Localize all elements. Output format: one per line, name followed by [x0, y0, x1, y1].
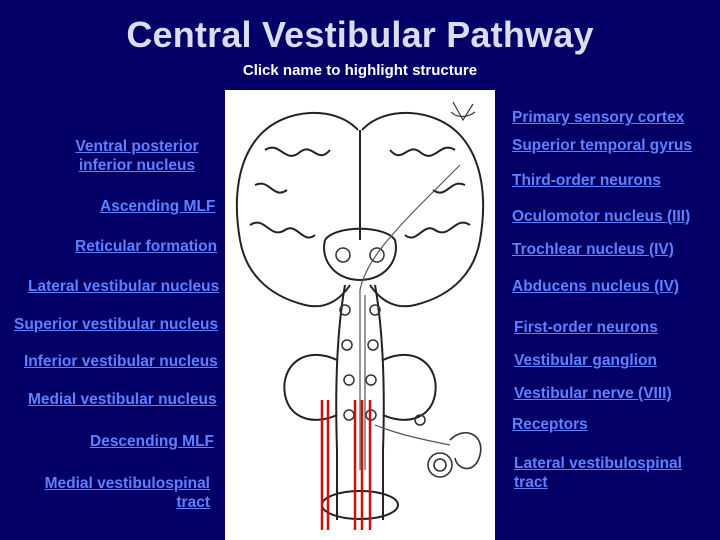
label-medial-vestibulospinal-tract[interactable]: Medial vestibulospinal tract [18, 474, 210, 512]
cortex-marker [452, 101, 474, 122]
cerebellum-left [283, 354, 338, 421]
label-trochlear-nucleus[interactable]: Trochlear nucleus (IV) [512, 241, 674, 258]
label-primary-sensory-cortex[interactable]: Primary sensory cortex [512, 109, 685, 126]
label-superior-temporal-gyrus[interactable]: Superior temporal gyrus [512, 137, 693, 154]
label-abducens-nucleus[interactable]: Abducens nucleus (IV) [512, 278, 680, 295]
cortex-marker [450, 111, 476, 118]
label-first-order-neurons[interactable]: First-order neurons [514, 319, 658, 336]
label-line-2: tract [176, 494, 210, 511]
vestibular-nerve-fiber [374, 424, 451, 446]
label-medial-vestibular-nucleus[interactable]: Medial vestibular nucleus [28, 391, 217, 408]
label-vestibular-nerve[interactable]: Vestibular nerve (VIII) [514, 385, 672, 402]
nucleus-circle [339, 304, 351, 316]
nucleus-circle [343, 409, 355, 421]
label-ascending-mlf[interactable]: Ascending MLF [100, 198, 216, 215]
label-line-2: inferior nucleus [78, 157, 196, 174]
thalamus-outline [323, 227, 397, 282]
label-oculomotor-nucleus[interactable]: Oculomotor nucleus (III) [512, 208, 691, 225]
instruction-text: Click name to highlight structure [242, 62, 478, 79]
nucleus-circle [335, 247, 351, 263]
label-superior-vestibular-nucleus[interactable]: Superior vestibular nucleus [14, 316, 219, 333]
right-hemisphere-outline [361, 111, 485, 308]
brain-pathway-diagram [225, 90, 495, 540]
label-ventral-posterior-inferior-nucleus[interactable]: Ventral posterior inferior nucleus [62, 137, 212, 175]
left-gyri [249, 146, 331, 239]
label-receptors[interactable]: Receptors [512, 416, 588, 433]
nucleus-circle [369, 247, 385, 263]
diagram-svg [235, 101, 485, 530]
left-hemisphere-outline [235, 111, 359, 308]
cochlea [433, 458, 447, 472]
label-inferior-vestibular-nucleus[interactable]: Inferior vestibular nucleus [24, 353, 218, 370]
label-line-1: Medial vestibulospinal [44, 475, 210, 492]
label-lateral-vestibular-nucleus[interactable]: Lateral vestibular nucleus [28, 278, 220, 295]
page-title: Central Vestibular Pathway [126, 14, 594, 55]
label-lateral-vestibulospinal-tract[interactable]: Lateral vestibulospinal tract [514, 454, 682, 492]
brainstem-left [335, 284, 346, 520]
semicircular-canal [449, 431, 482, 470]
label-descending-mlf[interactable]: Descending MLF [90, 433, 215, 450]
nucleus-circle [341, 339, 353, 351]
spinal-cord-section [321, 490, 399, 520]
ascending-fiber [359, 164, 461, 470]
label-reticular-formation[interactable]: Reticular formation [75, 238, 218, 255]
label-line-1: Lateral vestibulospinal [514, 455, 682, 472]
label-line-2: tract [514, 474, 548, 491]
nucleus-circle [343, 374, 355, 386]
nucleus-circle [369, 304, 381, 316]
label-line-1: Ventral posterior [75, 138, 199, 155]
right-gyri [389, 146, 471, 239]
nucleus-circle [367, 339, 379, 351]
cochlea [427, 452, 453, 478]
cerebellum-right [382, 354, 437, 421]
nucleus-circle [365, 374, 377, 386]
vestibular-ganglion [414, 414, 426, 426]
label-vestibular-ganglion[interactable]: Vestibular ganglion [514, 352, 657, 369]
brainstem-right [374, 284, 385, 520]
label-third-order-neurons[interactable]: Third-order neurons [512, 172, 661, 189]
